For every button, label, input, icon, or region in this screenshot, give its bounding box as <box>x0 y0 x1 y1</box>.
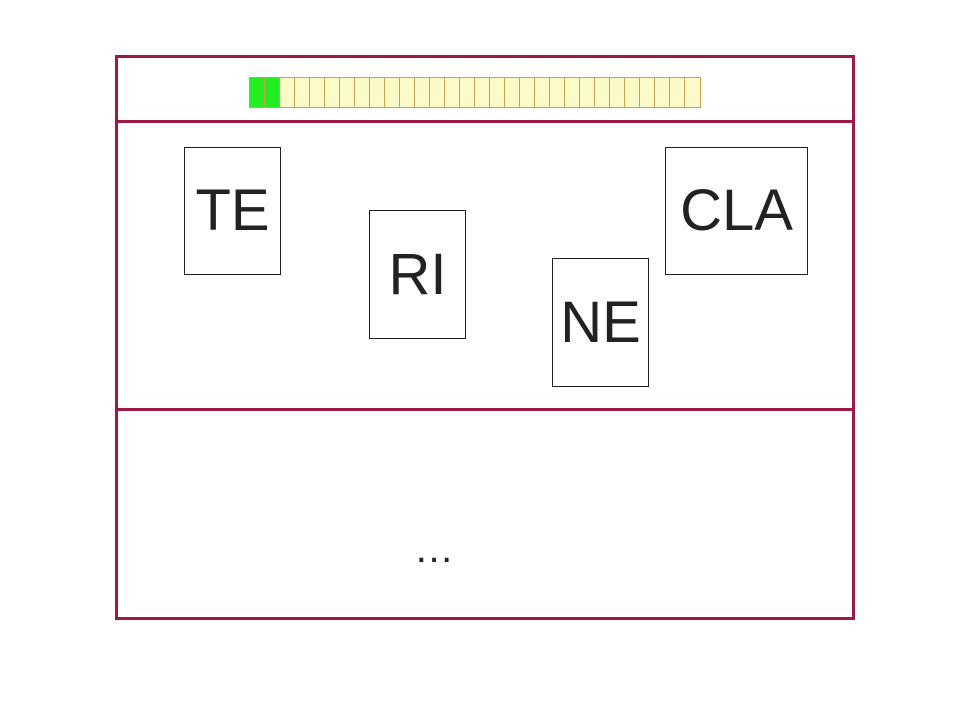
progress-segment-remaining <box>370 78 385 107</box>
answer-placeholder: … <box>414 527 458 571</box>
progress-segment-remaining <box>295 78 310 107</box>
progress-segment-remaining <box>325 78 340 107</box>
progress-segment-remaining <box>310 78 325 107</box>
progress-segment-remaining <box>610 78 625 107</box>
progress-segment-remaining <box>670 78 685 107</box>
syllable-panel: TE RI NE CLA <box>118 123 852 411</box>
progress-segment-remaining <box>625 78 640 107</box>
progress-segment-remaining <box>640 78 655 107</box>
progress-segment-remaining <box>415 78 430 107</box>
progress-segment-remaining <box>385 78 400 107</box>
progress-segment-remaining <box>535 78 550 107</box>
progress-segment-remaining <box>445 78 460 107</box>
progress-panel <box>118 58 852 123</box>
syllable-card-ne[interactable]: NE <box>552 258 649 387</box>
syllable-card-ri[interactable]: RI <box>369 210 466 339</box>
progress-segment-remaining <box>475 78 490 107</box>
progress-segment-remaining <box>280 78 295 107</box>
progress-segment-remaining <box>520 78 535 107</box>
progress-segment-remaining <box>400 78 415 107</box>
progress-segment-remaining <box>340 78 355 107</box>
progress-segment-remaining <box>655 78 670 107</box>
syllable-text: CLA <box>680 178 793 243</box>
progress-segment-remaining <box>505 78 520 107</box>
syllable-card-cla[interactable]: CLA <box>665 147 808 275</box>
progress-segment-remaining <box>550 78 565 107</box>
progress-segment-remaining <box>460 78 475 107</box>
answer-panel: … <box>118 411 852 617</box>
syllable-text: TE <box>195 178 270 243</box>
syllable-card-te[interactable]: TE <box>184 147 281 275</box>
syllable-text: NE <box>560 289 641 355</box>
progress-segment-remaining <box>430 78 445 107</box>
progress-segment-remaining <box>355 78 370 107</box>
progress-segment-complete <box>250 78 265 107</box>
progress-segment-remaining <box>490 78 505 107</box>
progress-segment-complete <box>265 78 280 107</box>
progress-segment-remaining <box>595 78 610 107</box>
progress-segment-remaining <box>580 78 595 107</box>
progress-segment-remaining <box>565 78 580 107</box>
progress-bar <box>249 77 701 108</box>
progress-segment-remaining <box>685 78 700 107</box>
syllable-text: RI <box>388 241 447 307</box>
game-frame: TE RI NE CLA … <box>115 55 855 620</box>
